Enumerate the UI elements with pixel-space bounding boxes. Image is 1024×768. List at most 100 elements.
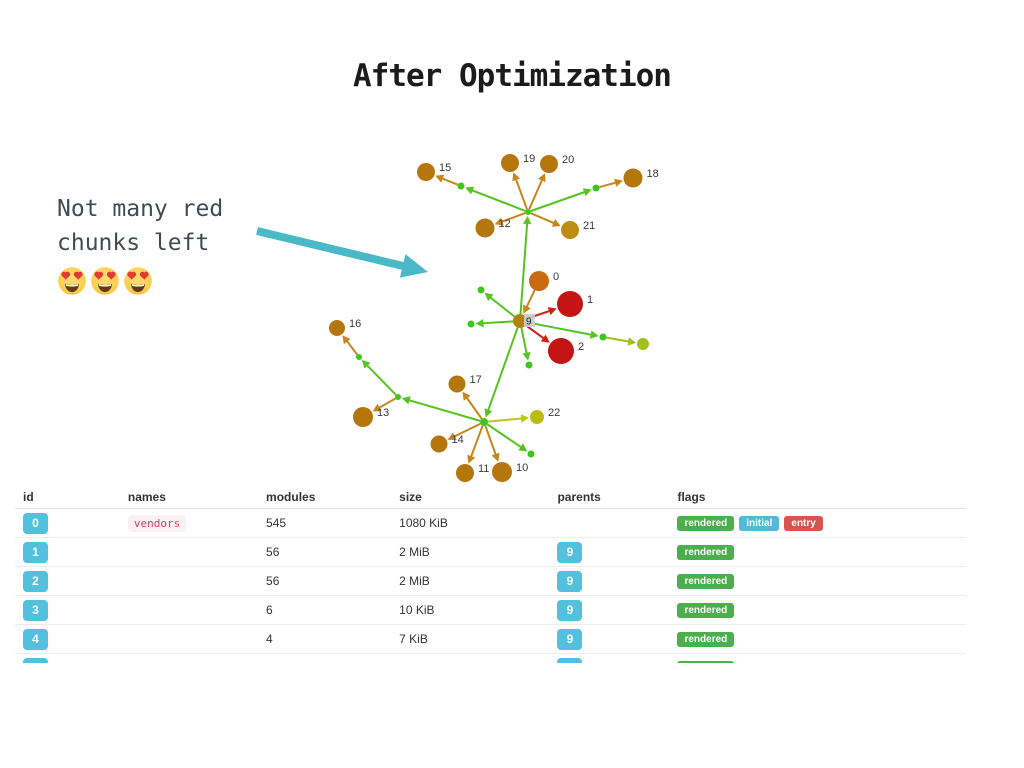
graph-edge-d18-n18 xyxy=(599,181,618,189)
cell-size: 10 KiB xyxy=(391,595,550,625)
parent-id-badge[interactable]: 9 xyxy=(557,599,583,621)
chunk-id-badge[interactable]: 4 xyxy=(23,628,48,650)
graph-edge-d15-n15 xyxy=(440,177,459,186)
graph-edge-arrowhead xyxy=(484,292,494,302)
cell-names xyxy=(119,624,259,654)
cell-flags: rendered xyxy=(669,595,966,625)
graph-node-label-14: 14 xyxy=(452,434,464,446)
cell-names xyxy=(119,566,259,596)
column-header-id: id xyxy=(15,488,120,509)
cell-parents: 9 xyxy=(549,537,670,567)
graph-node-label-2: 2 xyxy=(578,341,584,353)
graph-edge-arrowhead xyxy=(551,219,561,227)
graph-node-19[interactable] xyxy=(501,154,519,172)
graph-dot-hub9 xyxy=(513,314,527,328)
graph-node-label-0: 0 xyxy=(553,271,559,283)
graph-edge-arrowhead xyxy=(435,174,445,183)
parent-id-badge[interactable]: 9 xyxy=(557,657,583,663)
graph-node-21[interactable] xyxy=(561,221,579,239)
cell-flags: rendered xyxy=(669,653,966,663)
graph-node-0[interactable] xyxy=(529,271,549,291)
graph-edge-dJ-dE xyxy=(365,363,397,396)
graph-edge-arrowhead xyxy=(401,396,411,405)
flag-pill-entry: entry xyxy=(784,516,823,531)
chunk-id-badge[interactable]: 5 xyxy=(23,657,48,663)
graph-node-label-10: 10 xyxy=(516,462,528,474)
chunk-name-pill: vendors xyxy=(127,514,187,532)
chunk-id-badge[interactable]: 2 xyxy=(23,570,48,592)
annotation-line-2: chunks left xyxy=(57,230,210,256)
graph-dot-dJ xyxy=(395,394,401,400)
graph-edge-arrowhead xyxy=(372,403,382,412)
graph-edge-arrowhead xyxy=(494,217,504,226)
graph-dot-nYL xyxy=(637,338,649,350)
graph-node-18[interactable] xyxy=(623,168,643,188)
graph-dot-d15 xyxy=(457,182,465,190)
chunk-id-badge[interactable]: 0 xyxy=(23,512,48,534)
graph-node-label-18: 18 xyxy=(647,168,659,180)
graph-edge-arrowhead xyxy=(522,351,531,361)
cell-parents: 9 xyxy=(549,653,670,663)
graph-node-10[interactable] xyxy=(492,462,512,482)
cell-modules: 56 xyxy=(258,566,392,596)
parent-id-badge[interactable]: 9 xyxy=(557,570,583,592)
graph-edge-hub9-dD xyxy=(526,321,593,336)
cell-size: 2 MiB xyxy=(391,537,550,567)
annotation-text: Not many red chunks left xyxy=(57,192,223,296)
flag-pill-rendered: rendered xyxy=(677,516,735,531)
graph-node-14[interactable] xyxy=(430,435,448,453)
graph-edge-hubT-n20 xyxy=(528,178,544,210)
flag-pill-rendered: rendered xyxy=(677,661,735,663)
cell-names xyxy=(119,595,259,625)
graph-node-2[interactable] xyxy=(548,338,574,364)
graph-node-label-19: 19 xyxy=(523,153,535,165)
cell-modules: 56 xyxy=(258,537,392,567)
chunk-id-badge[interactable]: 3 xyxy=(23,599,48,621)
cell-parents: 9 xyxy=(549,624,670,654)
heart-eyes-emoji xyxy=(91,267,119,295)
graph-node-label-15: 15 xyxy=(439,162,451,174)
hub-label-text: 9 xyxy=(526,317,532,328)
graph-edge-arrowhead xyxy=(342,335,351,345)
graph-edge-arrowhead xyxy=(537,173,546,183)
graph-node-label-20: 20 xyxy=(562,154,574,166)
graph-edge-arrowhead xyxy=(589,330,599,339)
cell-modules: 6 xyxy=(258,595,392,625)
graph-node-20[interactable] xyxy=(540,155,558,173)
parent-id-badge[interactable]: 9 xyxy=(557,628,583,650)
graph-edge-arrowhead xyxy=(523,304,531,314)
graph-node-17[interactable] xyxy=(448,375,466,393)
graph-edge-arrowhead xyxy=(614,178,623,187)
graph-edge-dE-n16 xyxy=(345,339,358,356)
parent-id-badge[interactable]: 9 xyxy=(557,541,583,563)
column-header-modules: modules xyxy=(258,488,392,509)
cell-size: 2 MiB xyxy=(391,566,550,596)
annotation-arrow xyxy=(256,227,428,278)
graph-edge-hub9-n2 xyxy=(525,324,546,340)
graph-edge-arrowhead xyxy=(491,452,500,462)
hub-label-box xyxy=(524,314,535,327)
graph-edge-hubT-d18 xyxy=(530,190,587,212)
graph-node-16[interactable] xyxy=(329,320,345,336)
graph-edge-hubT-n12 xyxy=(500,212,526,224)
cell-flags: rendered xyxy=(669,566,966,596)
graph-edge-arrowhead xyxy=(465,186,475,195)
graph-node-12[interactable] xyxy=(475,218,495,238)
graph-node-22[interactable] xyxy=(530,410,544,424)
chunk-id-badge[interactable]: 1 xyxy=(23,541,48,563)
graph-dot-hubT xyxy=(525,209,531,215)
graph-node-13[interactable] xyxy=(353,407,373,427)
graph-edge-arrowhead xyxy=(582,188,592,197)
graph-edge-hubL-n17 xyxy=(465,396,483,420)
graph-edge-hub9-dA xyxy=(488,295,516,318)
graph-edge-arrowhead xyxy=(520,414,529,423)
graph-edge-hubL-dF xyxy=(486,423,523,449)
graph-node-1[interactable] xyxy=(557,291,583,317)
graph-node-15[interactable] xyxy=(417,163,435,181)
graph-dot-dB xyxy=(467,320,475,328)
graph-node-11[interactable] xyxy=(456,464,474,482)
